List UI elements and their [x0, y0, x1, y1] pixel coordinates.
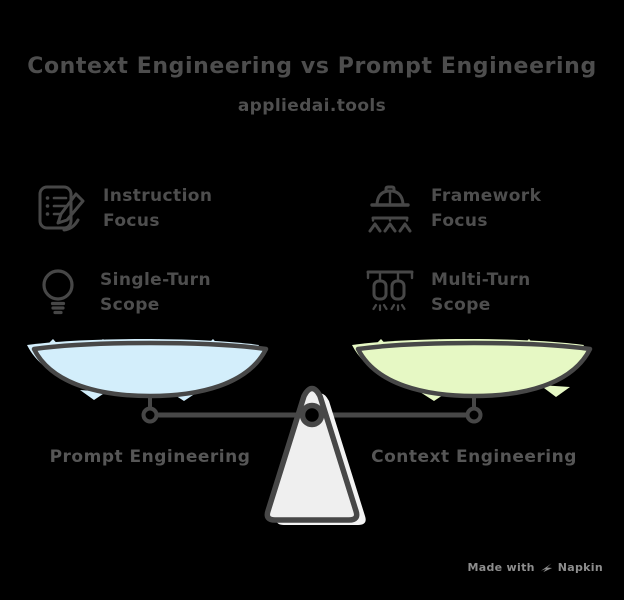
feature-label: Framework Focus [431, 184, 541, 234]
left-pan-ring [141, 406, 159, 424]
feature-framework-focus: Framework Focus [364, 180, 541, 238]
right-pan [355, 340, 593, 399]
feature-label: Multi-Turn Scope [431, 268, 531, 318]
feature-instruction-focus: Instruction Focus [36, 180, 212, 238]
right-pan-label: Context Engineering [371, 447, 577, 467]
napkin-logo-icon [540, 561, 553, 574]
pendant-lamps-icon [364, 264, 416, 322]
made-with-text: Made with [467, 561, 535, 574]
feature-multi-turn-scope: Multi-Turn Scope [364, 264, 531, 322]
framework-helmet-icon [364, 180, 416, 238]
feature-label: Single-Turn Scope [100, 268, 211, 318]
feature-label: Instruction Focus [103, 184, 212, 234]
made-with-napkin-credit: Made with Napkin [468, 561, 604, 574]
balance-scale-graphic [27, 339, 593, 525]
left-pan-label: Prompt Engineering [49, 447, 251, 467]
instruction-note-icon [36, 180, 88, 238]
lightbulb-icon [33, 264, 85, 322]
page-subtitle: appliedai.tools [237, 96, 387, 116]
feature-label-line1: Single-Turn [100, 270, 211, 290]
fulcrum-triangle [264, 385, 360, 523]
left-pan [31, 340, 269, 399]
feature-label-line2: Scope [431, 295, 491, 315]
feature-label-line1: Multi-Turn [431, 270, 531, 290]
feature-label-line1: Framework [431, 186, 542, 206]
feature-label-line1: Instruction [103, 186, 213, 206]
napkin-brand-text: Napkin [557, 561, 603, 574]
feature-label-line2: Focus [431, 211, 488, 231]
feature-label-line2: Focus [103, 211, 160, 231]
feature-label-line2: Scope [100, 295, 160, 315]
fulcrum-pivot-ring [299, 402, 325, 428]
feature-single-turn-scope: Single-Turn Scope [33, 264, 211, 322]
right-pan-ring [465, 406, 483, 424]
page-title: Context Engineering vs Prompt Engineerin… [27, 54, 597, 79]
